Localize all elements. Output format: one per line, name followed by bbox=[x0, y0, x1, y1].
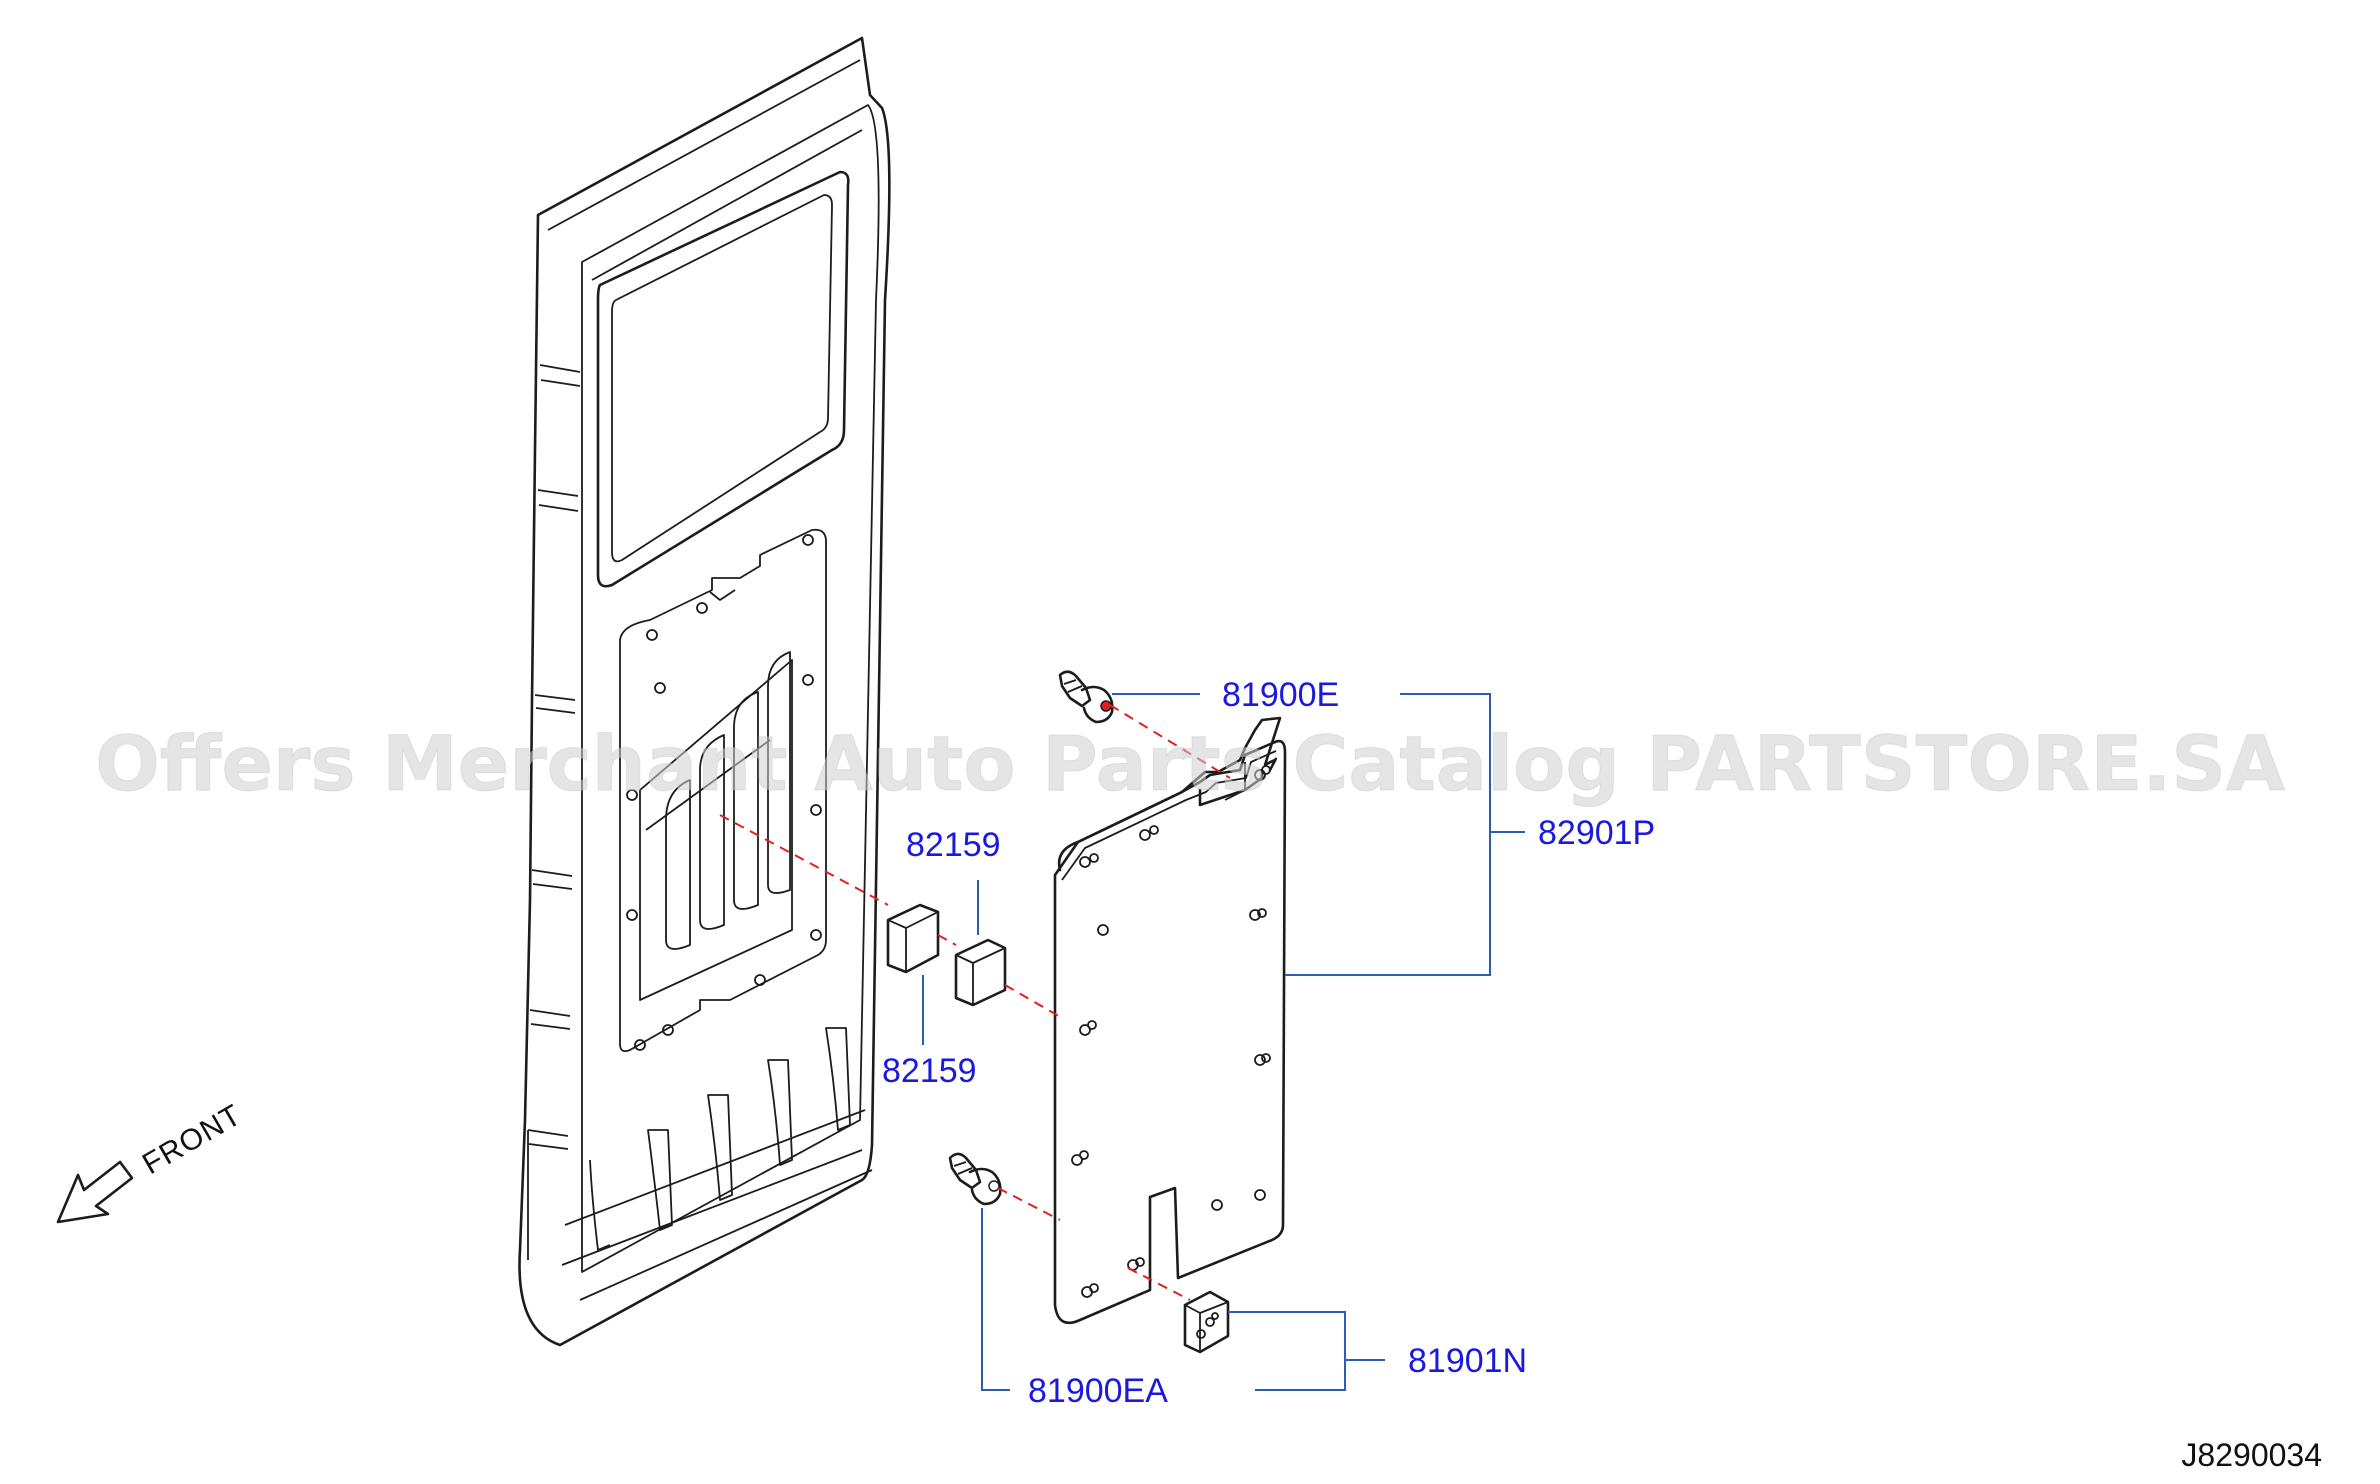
door-rim-steps bbox=[527, 364, 581, 1260]
part-label-81900e[interactable]: 81900E bbox=[1222, 676, 1339, 714]
part-label-82901p[interactable]: 82901P bbox=[1538, 814, 1655, 852]
alignment-dashes bbox=[719, 704, 1231, 1301]
part-labels: 81900E 82901P 82159 82159 81901N 81900EA bbox=[882, 676, 1655, 1410]
trim-pad-82901p bbox=[1053, 716, 1287, 1325]
clip-81900ea bbox=[948, 1152, 1002, 1206]
part-label-82159-b[interactable]: 82159 bbox=[882, 1052, 977, 1090]
pad-clip-holes bbox=[1071, 765, 1271, 1298]
door-bottom-ribs bbox=[561, 1027, 873, 1301]
part-label-81901n[interactable]: 81901N bbox=[1408, 1342, 1527, 1380]
front-direction-indicator: FRONT bbox=[56, 1098, 247, 1224]
rear-door-panel bbox=[518, 36, 891, 1347]
front-arrow-icon bbox=[56, 1160, 134, 1224]
front-label: FRONT bbox=[137, 1098, 247, 1181]
pad-82159-a bbox=[886, 903, 940, 974]
part-label-82159-a[interactable]: 82159 bbox=[906, 826, 1001, 864]
door-window bbox=[596, 170, 850, 588]
pad-82159-b bbox=[954, 938, 1007, 1007]
door-inner-trim-area bbox=[619, 528, 827, 1053]
part-label-81900ea[interactable]: 81900EA bbox=[1028, 1372, 1168, 1410]
leader-lines bbox=[922, 693, 1525, 1391]
clip-81900e bbox=[1058, 670, 1114, 724]
door-holes bbox=[626, 534, 822, 1051]
watermark: Offers Merchant Auto Parts Catalog PARTS… bbox=[95, 719, 2285, 808]
bracket-81901n bbox=[1183, 1290, 1230, 1354]
drawing-code: J8290034 bbox=[2181, 1437, 2322, 1473]
